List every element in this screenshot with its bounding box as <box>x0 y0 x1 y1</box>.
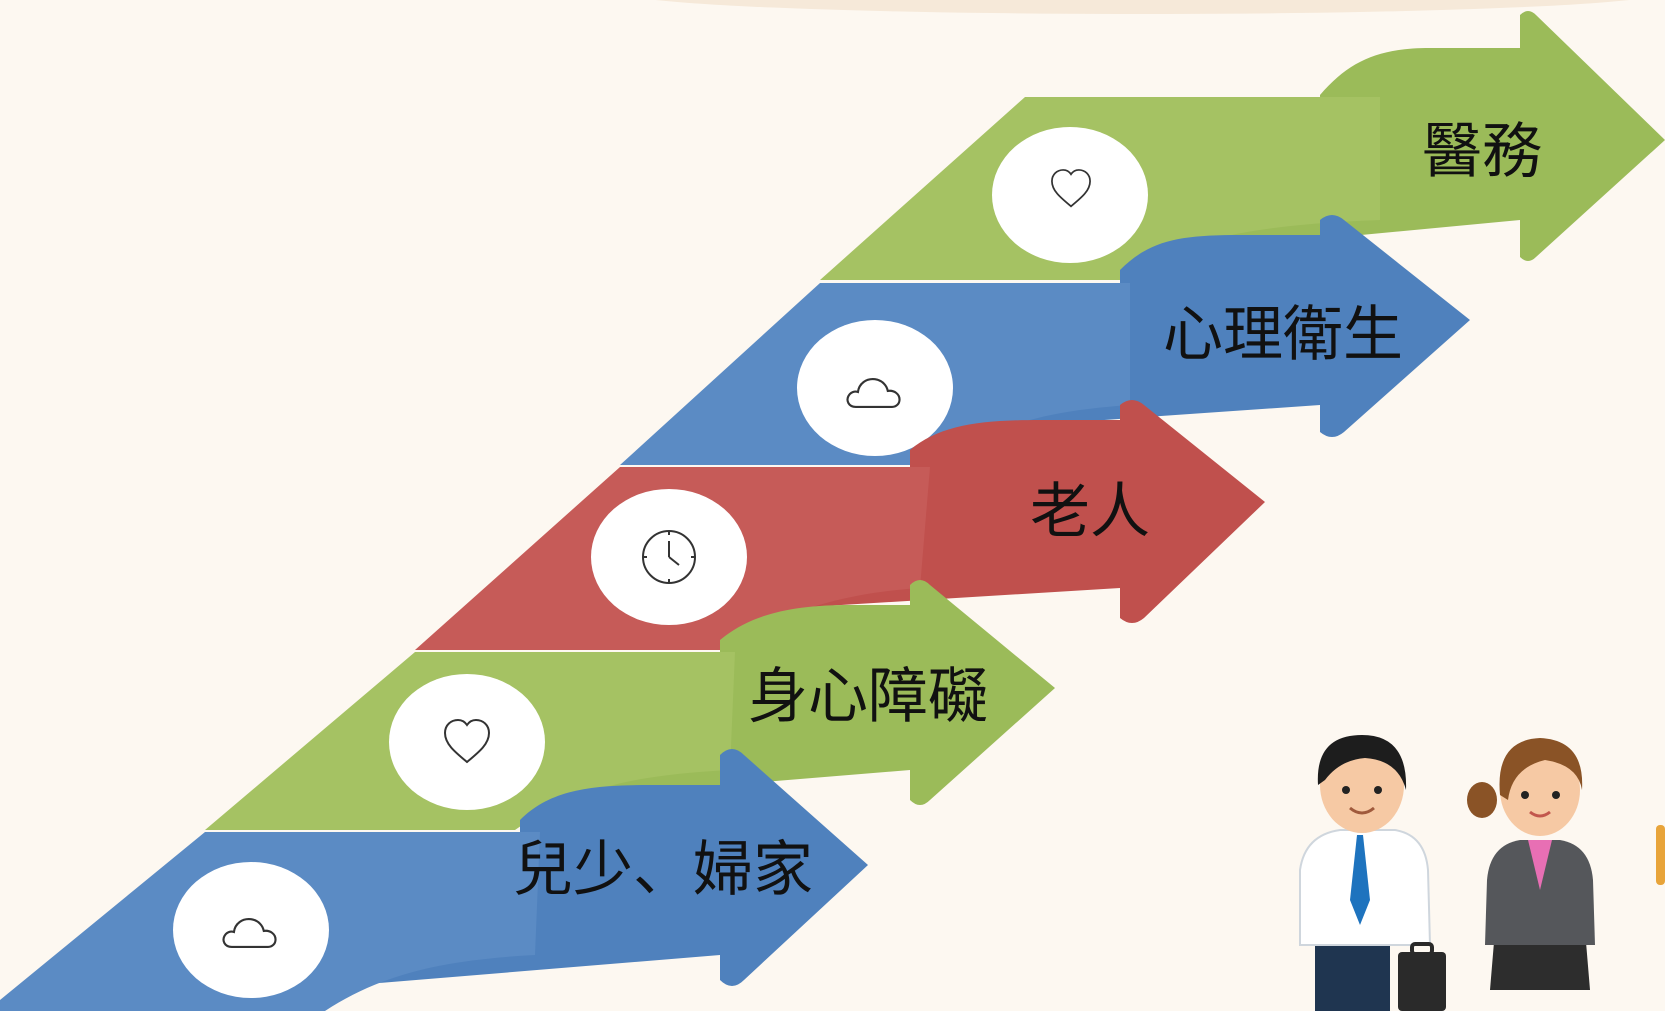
step-elderly: 老人 <box>415 400 1265 650</box>
step-label-elderly: 老人 <box>1030 477 1150 547</box>
arrow-medical <box>1150 11 1665 261</box>
badge-mental-health <box>797 320 953 456</box>
partial-figure-edge <box>1656 825 1665 885</box>
arrow-disability <box>545 580 1055 805</box>
step-label-children-women-family: 兒少、婦家 <box>513 835 813 905</box>
businessman-figure <box>1299 735 1446 1011</box>
step-label-disability: 身心障礙 <box>748 662 988 732</box>
badge-disability <box>389 674 545 810</box>
arrow-mental-health <box>960 215 1470 437</box>
step-label-medical: 醫務 <box>1422 117 1542 187</box>
arrow-children-women-family <box>355 749 868 986</box>
business-people-illustration <box>1299 735 1665 1011</box>
step-disability: 身心障礙 <box>205 580 1055 830</box>
businesswoman-figure <box>1467 738 1595 990</box>
arrow-elderly <box>760 400 1265 623</box>
badge-children-women-family <box>173 862 329 998</box>
step-medical: 醫務 <box>820 11 1665 280</box>
step-mental-health: 心理衛生 <box>620 215 1470 465</box>
top-glow-decoration <box>620 0 1665 14</box>
step-children-women-family: 兒少、婦家 <box>0 749 868 1011</box>
badge-medical <box>992 127 1148 263</box>
step-label-mental-health: 心理衛生 <box>1163 300 1403 370</box>
